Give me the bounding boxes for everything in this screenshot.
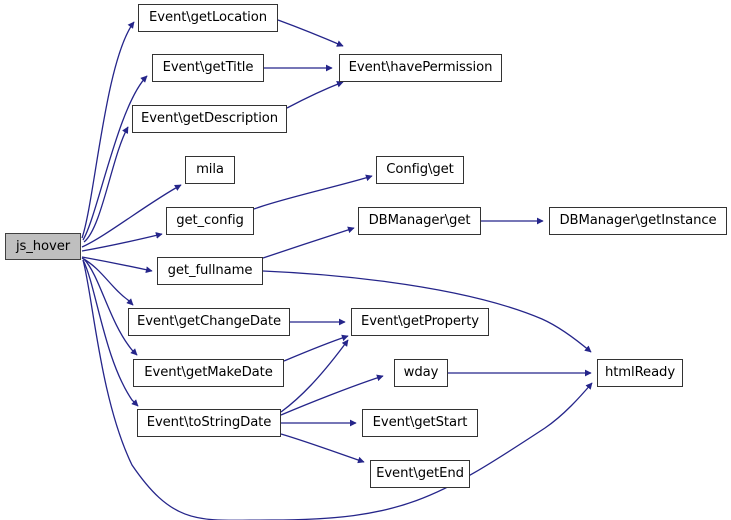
edge-js_hover-to-get_fullname (81, 256, 153, 274)
node-get_config[interactable]: get_config (166, 207, 254, 235)
edge-js_hover-to-getLocation (81, 21, 135, 239)
edge-getMakeDate-to-getProperty (283, 334, 349, 362)
node-havePermission[interactable]: Event\havePermission (339, 54, 502, 82)
node-getProperty[interactable]: Event\getProperty (351, 308, 489, 336)
node-getMakeDate[interactable]: Event\getMakeDate (133, 359, 284, 387)
node-mila[interactable]: mila (185, 156, 235, 184)
node-wday[interactable]: wday (394, 359, 448, 387)
node-dbManagerGet[interactable]: DBManager\get (358, 207, 481, 235)
node-js_hover[interactable]: js_hover (5, 233, 81, 260)
edge-js_hover-to-getTitle (82, 75, 148, 241)
node-getLocation[interactable]: Event\getLocation (138, 4, 278, 32)
node-toStringDate[interactable]: Event\toStringDate (137, 409, 281, 437)
node-getEnd[interactable]: Event\getEnd (370, 460, 470, 488)
edge-js_hover-to-getMakeDate (83, 258, 138, 356)
node-getChangeDate[interactable]: Event\getChangeDate (128, 308, 290, 336)
edge-getDescription-to-havePermission (286, 81, 344, 109)
edge-toStringDate-to-getProperty (280, 339, 349, 413)
node-getStart[interactable]: Event\getStart (362, 409, 478, 437)
edge-js_hover-to-htmlReady (82, 259, 593, 520)
node-configGet[interactable]: Config\get (376, 156, 464, 184)
node-getTitle[interactable]: Event\getTitle (152, 54, 264, 82)
edge-js_hover-to-get_config (81, 232, 163, 252)
edge-js_hover-to-getDescription (83, 126, 129, 243)
node-dbManagerGetInstance[interactable]: DBManager\getInstance (549, 207, 727, 235)
edge-js_hover-to-getChangeDate (81, 257, 134, 306)
node-get_fullname[interactable]: get_fullname (157, 257, 263, 285)
edge-get_config-to-configGet (253, 174, 373, 210)
edge-toStringDate-to-getEnd (280, 433, 365, 464)
node-getDescription[interactable]: Event\getDescription (132, 105, 287, 133)
edge-getLocation-to-havePermission (277, 19, 344, 47)
edge-get_fullname-to-dbManagerGet (262, 226, 355, 259)
node-htmlReady[interactable]: htmlReady (597, 359, 683, 387)
